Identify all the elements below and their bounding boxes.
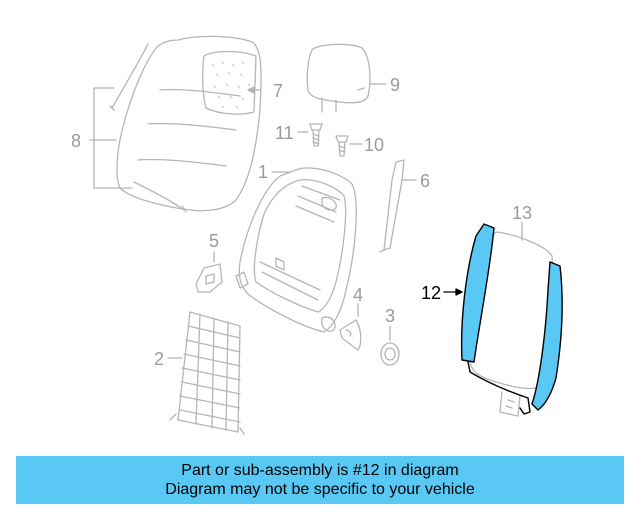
part-6-strip	[379, 159, 405, 253]
part-2-spring-mat	[169, 311, 245, 435]
callout-5: 5	[209, 231, 220, 251]
callout-2: 2	[154, 349, 165, 369]
callout-8: 8	[71, 131, 82, 151]
callout-13: 13	[512, 203, 533, 223]
part-10-screw	[335, 135, 349, 157]
callout-4: 4	[353, 285, 364, 305]
part-12-left-bolster	[460, 223, 495, 363]
part-1-seat-frame	[235, 167, 357, 333]
part-12-side-bolsters	[460, 223, 563, 415]
part-11-screw	[309, 123, 323, 147]
banner-line-1: Part or sub-assembly is #12 in diagram	[181, 462, 459, 479]
part-5-bracket	[195, 263, 223, 293]
part-4-cover	[339, 319, 362, 351]
part-7-seatback-cover	[116, 35, 262, 212]
part-8-wires	[109, 43, 187, 213]
callout-6: 6	[420, 171, 431, 191]
part-9-headrest	[306, 43, 371, 113]
arrow-12	[455, 288, 463, 296]
part-12-right-bolster	[531, 261, 563, 411]
part-3-ring	[380, 342, 400, 366]
part-12-wire	[467, 361, 531, 415]
callout-11: 11	[275, 123, 294, 143]
info-banner: Part or sub-assembly is #12 in diagram D…	[16, 456, 624, 504]
callout-7: 7	[273, 81, 284, 101]
callout-10: 10	[364, 135, 385, 155]
parts-diagram	[89, 35, 563, 435]
arrow-7	[247, 86, 255, 94]
banner-line-2: Diagram may not be specific to your vehi…	[165, 481, 475, 498]
callout-9: 9	[390, 75, 401, 95]
part-8-bracket	[89, 87, 133, 189]
callout-3: 3	[385, 306, 396, 326]
callout-1: 1	[258, 162, 269, 182]
callout-12: 12	[421, 283, 442, 303]
